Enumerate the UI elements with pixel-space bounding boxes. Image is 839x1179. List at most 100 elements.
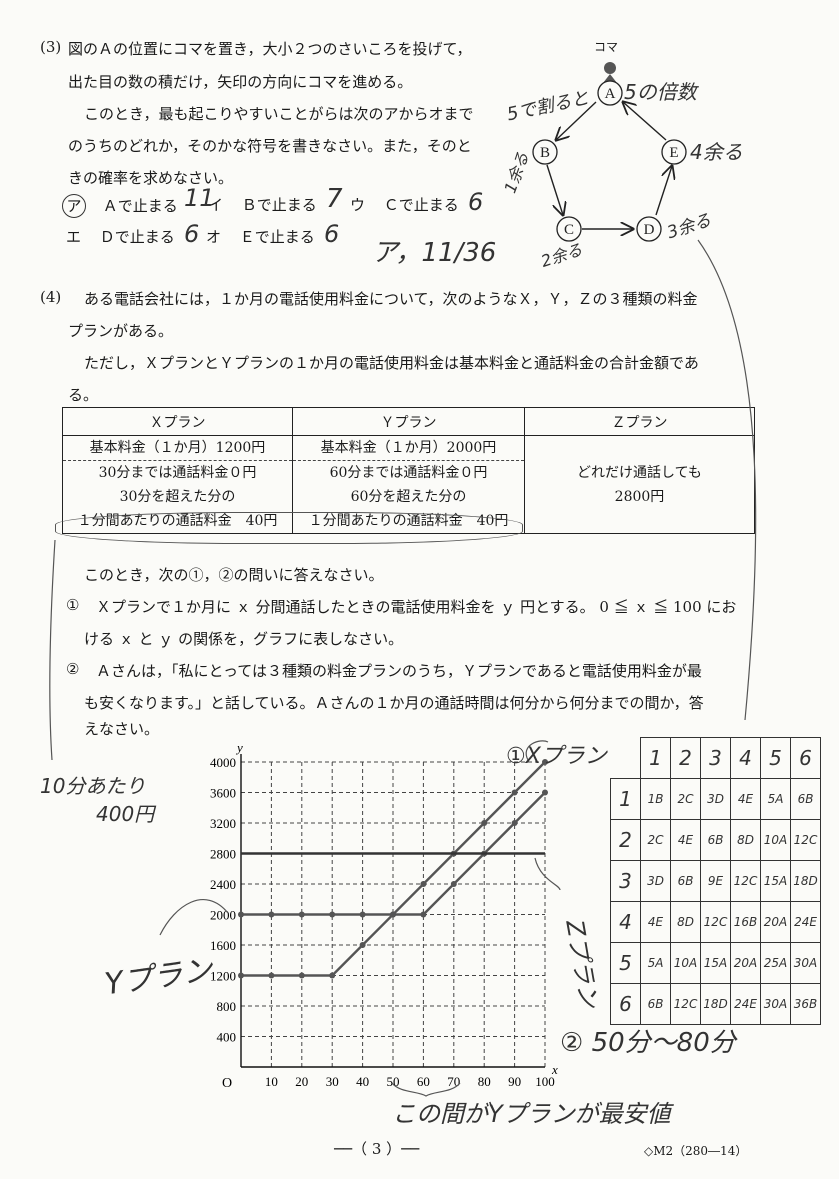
y-tick-label: 3200 [210, 816, 236, 831]
q3-line-2: 出た目の数の積だけ，矢印の方向にコマを進める。 [68, 73, 413, 91]
y-plan-base: 基本料金（１か月）2000円 [293, 436, 524, 461]
product-cell: 12C [730, 860, 761, 902]
x-plan-free: 30分までは通話料金０円 [98, 465, 257, 481]
hw-between: この間がYプランが最安値 [392, 1100, 671, 1128]
product-cell: 3D [640, 860, 671, 902]
x-plan-over: 30分を超えた分の [119, 489, 236, 505]
product-cell: 25A [760, 942, 791, 984]
product-cell: 4E [730, 778, 761, 820]
x-tick-label: 50 [387, 1074, 400, 1089]
x-tick-label: 80 [478, 1074, 491, 1089]
product-col-header: 4 [730, 737, 761, 779]
product-cell: 2C [670, 778, 701, 820]
choice-a-kana: ア [62, 194, 86, 218]
z-plan-line1: どれだけ通話しても [577, 464, 702, 481]
series-point-0 [238, 972, 244, 979]
product-cell: 8D [670, 901, 701, 943]
koma-label: コマ [594, 40, 619, 54]
choice-c-kana: ウ [350, 196, 366, 214]
q4-intro-4: る。 [68, 386, 99, 404]
product-cell: 30A [760, 983, 791, 1025]
node-b: B [540, 145, 550, 161]
x-tick-label: 30 [326, 1074, 339, 1089]
sub1-line-1: Ｘプランで１か月に ｘ 分間通話したときの電話使用料金を ｙ 円とする。 0 ≦… [96, 598, 737, 616]
y-tick-label: 2400 [210, 877, 236, 892]
product-cell: 15A [700, 942, 731, 984]
q4-intro-2: プランがある。 [68, 322, 174, 340]
product-cell: 6B [670, 860, 701, 902]
hw-rate: 10分あたり [40, 774, 146, 798]
product-cell: 8D [730, 819, 761, 861]
series-point-0 [511, 789, 518, 796]
header-z-plan: Ｚプラン [524, 407, 755, 436]
q3-line-5: きの確率を求めなさい。 [68, 169, 234, 187]
sub2-line-1: Ａさんは，「私にとっては３種類の料金プランのうち，Ｙプランであると電話使用料金が… [96, 662, 702, 680]
series-point-1 [268, 911, 275, 918]
y-tick-label: 1200 [210, 969, 236, 984]
product-cell: 10A [760, 819, 791, 861]
y-tick-label: 2800 [210, 847, 236, 862]
series-point-1 [420, 911, 427, 918]
hw-count-a: 11 [184, 184, 215, 212]
series-point-0 [420, 881, 427, 887]
y-tick-label: 800 [217, 999, 237, 1014]
x-tick-label: 40 [356, 1074, 369, 1089]
product-cell: 20A [760, 901, 791, 943]
product-cell: 3D [700, 778, 731, 820]
choice-e: オ Ｅで止まる [206, 226, 315, 247]
series-point-0 [298, 972, 305, 979]
product-col-header: 5 [760, 737, 791, 779]
choice-a-text: Ａで止まる [102, 197, 178, 215]
series-point-1 [359, 911, 366, 918]
product-row-header: 1 [610, 778, 641, 820]
product-cell: 18D [790, 860, 821, 902]
node-a: A [605, 86, 616, 102]
sub2-line-3: えなさい。 [84, 720, 160, 738]
choice-b-text: Ｂで止まる [241, 196, 317, 214]
choice-e-text: Ｅで止まる [239, 228, 315, 246]
hw-rem4: 4余る [690, 140, 743, 164]
hw-rate-pointer [49, 539, 56, 761]
hw-z-plan-pointer [534, 857, 561, 891]
x-tick-label: 90 [508, 1074, 521, 1089]
hw-count-c: 6 [468, 188, 484, 216]
product-cell: 18D [700, 983, 731, 1025]
q4-intro-3: ただし，ＸプランとＹプランの１か月の電話使用料金は基本料金と通話料金の合計金額で… [84, 354, 699, 372]
z-plan-line2: 2800円 [614, 488, 665, 505]
sub2-number: ② [66, 660, 80, 678]
y-plan-over: 60分を超えた分の [350, 489, 467, 505]
hw-rate-ellipse [55, 512, 523, 544]
hw-answer-2: ② 50分～80分 [560, 1028, 736, 1058]
product-cell: 6B [700, 819, 731, 861]
hw-count-d: 6 [184, 220, 200, 248]
product-cell: 5A [760, 778, 791, 820]
product-cell: 12C [700, 901, 731, 943]
sub1-number: ① [66, 596, 80, 614]
q3-line-1: 図のＡの位置にコマを置き，大小２つのさいころを投げて， [68, 40, 472, 58]
x-tick-label: 100 [535, 1074, 555, 1089]
plan-table: Ｘプラン Ｙプラン Ｚプラン 基本料金（１か月）1200円 30分までは通話料金… [62, 407, 755, 534]
hw-count-e: 6 [324, 220, 340, 248]
y-tick-label: 3600 [210, 786, 236, 801]
hw-count-b: 7 [326, 184, 343, 214]
x-tick-label: 20 [295, 1074, 308, 1089]
choice-c-text: Ｃで止まる [383, 196, 459, 214]
product-cell: 12C [670, 983, 701, 1025]
series-point-0 [542, 759, 548, 765]
product-cell: 5A [640, 942, 671, 984]
choice-d-kana: エ [66, 228, 82, 246]
series-point-1 [298, 911, 305, 918]
hw-y-plan-pointer [159, 899, 229, 936]
choice-d-text: Ｄで止まる [99, 228, 175, 246]
x-tick-label: 60 [417, 1074, 430, 1089]
product-cell: 15A [760, 860, 791, 902]
x-tick-label: 10 [265, 1074, 278, 1089]
series-point-0 [481, 820, 488, 826]
y-plan-free: 60分までは通話料金０円 [329, 465, 488, 481]
series-point-1 [542, 789, 548, 796]
sub2-line-2: も安くなります。」と話している。Ａさんの１か月の通話時間は何分から何分までの間か… [84, 694, 704, 712]
product-cell: 20A [730, 942, 761, 984]
hw-answer-3: ア，11/36 [372, 238, 497, 268]
